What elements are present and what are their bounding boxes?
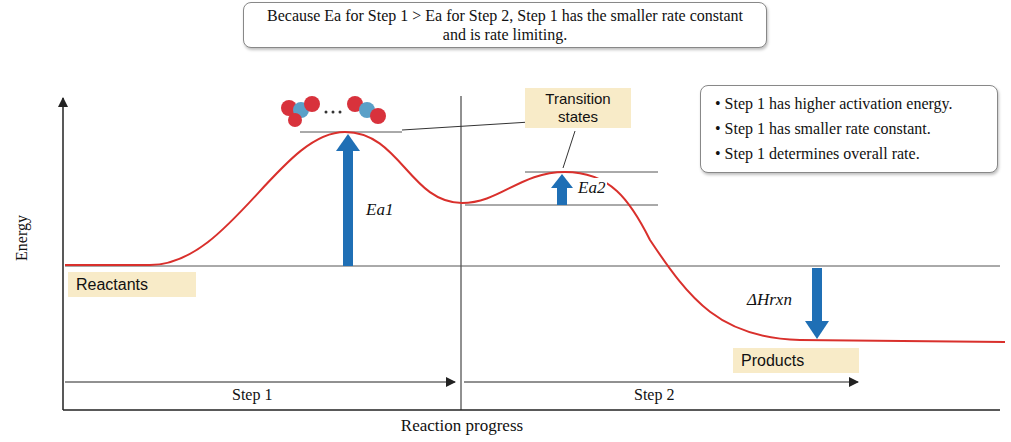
axis-title: Energy xyxy=(13,213,31,263)
step-arrow xyxy=(464,382,858,383)
summary-box: Because Ea for Step 1 > Ea for Step 2, S… xyxy=(243,2,767,48)
molecule-illustration xyxy=(281,96,386,127)
leader-line xyxy=(402,122,530,130)
enthalpy-label: ΔHrxn xyxy=(745,290,794,310)
bullet-text: • Step 1 has smaller rate constant. xyxy=(715,119,985,138)
step-arrow xyxy=(65,382,455,383)
node-text: Products xyxy=(741,351,851,370)
ts-level xyxy=(525,172,658,173)
level-label-box: Reactants xyxy=(68,272,196,297)
node-text: Transition states xyxy=(531,90,625,126)
step-label: Step 1 xyxy=(230,386,274,404)
energy-axis xyxy=(62,98,64,410)
node-text: Because Ea for Step 1 > Ea for Step 2, S… xyxy=(256,6,754,44)
energy-label: Ea2 xyxy=(576,178,607,198)
reactant-level xyxy=(65,266,1000,267)
callout-box: Transition states xyxy=(525,88,631,128)
bullet-text: • Step 1 has higher activation energy. xyxy=(715,94,985,113)
leader-line xyxy=(563,131,575,168)
progress-axis xyxy=(63,409,1000,411)
step-label: Step 2 xyxy=(632,386,676,404)
bullet-text: • Step 1 determines overall rate. xyxy=(715,144,985,163)
axis-title: Reaction progress xyxy=(399,416,525,436)
summary-list-box: • Step 1 has higher activation energy. • … xyxy=(700,85,998,173)
node-text: Reactants xyxy=(76,275,188,294)
level-label-box: Products xyxy=(733,348,859,373)
energy-label: Ea1 xyxy=(364,200,395,220)
step-divider xyxy=(461,96,462,410)
